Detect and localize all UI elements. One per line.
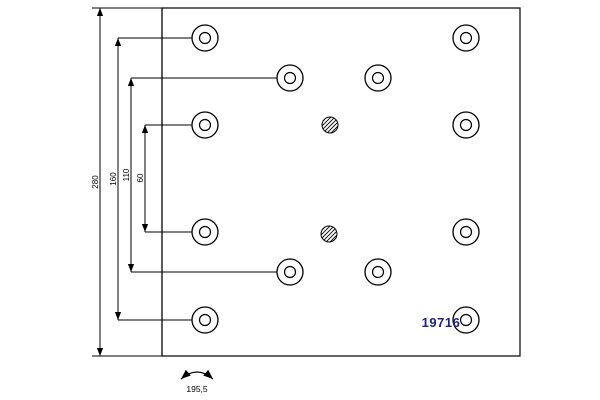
arc-width-label: 195,5 — [186, 384, 208, 394]
rivet-hole-inner-ring — [371, 71, 385, 85]
rivet-hole — [276, 258, 304, 286]
rivet-hole-inner-ring — [283, 265, 297, 279]
dimension-rivet-span-middle: 110 — [121, 77, 277, 273]
rivet-hole — [452, 24, 480, 52]
rivet-hole — [364, 258, 392, 286]
rivet-hole-inner-ring — [371, 265, 385, 279]
dimension-height: 280 — [90, 7, 163, 357]
rivet-hole — [191, 218, 219, 246]
rivet-hole — [191, 111, 219, 139]
rivet-hole — [452, 111, 480, 139]
dimension-height-label: 280 — [91, 175, 100, 189]
rivet-hole — [276, 64, 304, 92]
rivet-holes-left-column — [191, 24, 219, 334]
dimension-span-middle-label: 110 — [122, 168, 131, 181]
rivet-hole — [191, 306, 219, 334]
dimension-rivet-span-inner: 60 — [135, 124, 192, 233]
hatched-hole — [320, 225, 338, 243]
dimension-rivet-span-outer: 160 — [108, 37, 192, 321]
rivet-hole-inner-ring — [198, 313, 212, 327]
rivet-hole-inner-ring — [198, 118, 212, 132]
rivet-holes-right-column — [452, 24, 480, 334]
rivet-hole-inner-ring — [198, 225, 212, 239]
lining-outline — [161, 7, 521, 357]
rivet-hole — [364, 64, 392, 92]
rivet-hole — [452, 218, 480, 246]
rivet-hole-inner-ring — [283, 71, 297, 85]
rivet-hole — [452, 306, 480, 334]
rivet-hole-inner-ring — [459, 118, 473, 132]
rivet-hole-inner-ring — [459, 225, 473, 239]
rivet-hole-inner-ring — [459, 31, 473, 45]
dimension-span-inner-label: 60 — [136, 173, 145, 182]
rivet-holes-inner-left-column — [276, 64, 304, 286]
rivet-hole-inner-ring — [198, 31, 212, 45]
rivet-holes-inner-right-column — [364, 64, 392, 286]
rivet-hole — [191, 24, 219, 52]
arc-width-symbol — [180, 369, 214, 380]
hatched-hole — [321, 116, 339, 134]
dimension-span-outer-label: 160 — [109, 172, 118, 186]
rivet-hole-inner-ring — [459, 313, 473, 327]
dimension-arc-width: 195,5 — [180, 369, 214, 394]
part-number-label: 19716 — [422, 315, 461, 330]
